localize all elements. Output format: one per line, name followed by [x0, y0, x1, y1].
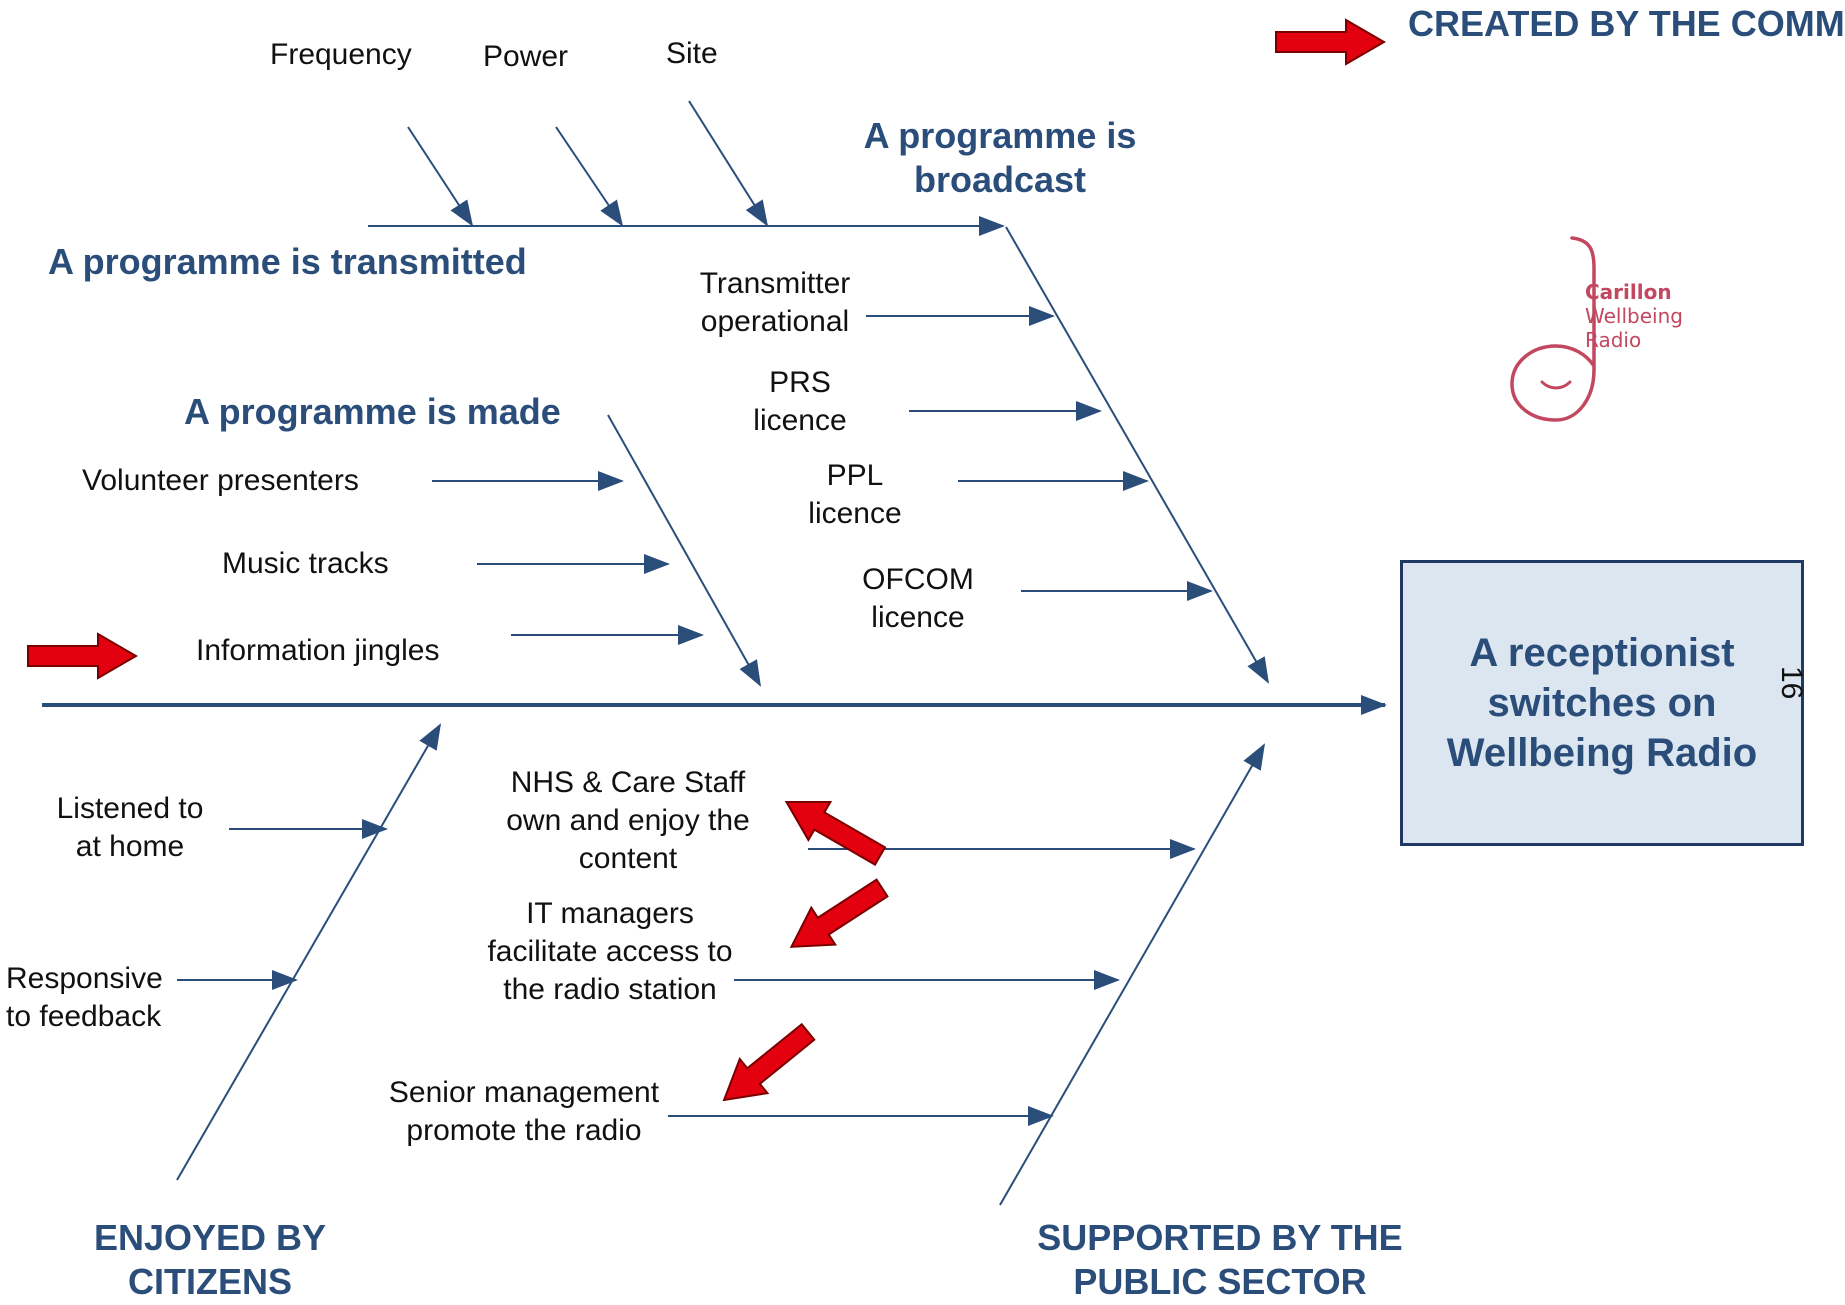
carillon-logo-icon: [1510, 236, 1596, 422]
cause-listened-at-home: Listened to at home: [56, 792, 204, 863]
cause-it-managers: IT managers facilitate access to the rad…: [487, 897, 733, 1006]
cause-music-tracks: Music tracks: [222, 547, 389, 580]
made-heading: A programme is made: [184, 391, 561, 432]
frequency-arrow: [407, 126, 474, 227]
site-arrow: [688, 100, 769, 227]
senior-red-arrow: [722, 1022, 816, 1102]
logo-line2: Wellbeing: [1585, 304, 1683, 328]
cause-senior-management: Senior management promote the radio: [388, 1076, 660, 1147]
public-sector-branch-line: [999, 743, 1265, 1206]
nhs-red-arrow: [784, 800, 887, 867]
cause-ppl-licence: PPL licence: [808, 459, 902, 530]
logo-line3: Radio: [1585, 328, 1642, 352]
broadcast-heading: A programme is broadcast: [863, 115, 1137, 200]
cause-nhs-care-staff: NHS & Care Staff own and enjoy the conte…: [506, 766, 750, 875]
cause-prs-licence: PRS licence: [753, 366, 847, 437]
cause-site: Site: [666, 37, 718, 70]
it-red-arrow: [789, 878, 889, 948]
cause-transmitter-operational: Transmitter operational: [699, 267, 851, 338]
power-arrow: [555, 126, 624, 227]
cause-ofcom-licence: OFCOM licence: [862, 563, 974, 634]
cause-power: Power: [483, 40, 569, 73]
cause-volunteer-presenters: Volunteer presenters: [82, 464, 359, 497]
legend-red-arrow: [1275, 18, 1386, 66]
citizens-branch-line: [176, 723, 442, 1181]
logo-name: Carillon: [1585, 280, 1672, 304]
cause-responsive-feedback: Responsive to feedback: [6, 962, 163, 1033]
broadcast-branch-line: [1005, 226, 1269, 684]
effect-box: A receptionist switches on Wellbeing Rad…: [1400, 560, 1804, 846]
citizens-heading: ENJOYED BY CITIZENS: [93, 1217, 327, 1302]
public-sector-heading: SUPPORTED BY THE PUBLIC SECTOR: [1037, 1217, 1403, 1302]
page-number: 16: [1775, 666, 1808, 700]
effect-text: A receptionist switches on Wellbeing Rad…: [1446, 631, 1758, 775]
logo-text: Carillon Wellbeing Radio: [1585, 280, 1683, 352]
transmitted-heading: A programme is transmitted: [48, 241, 527, 282]
cause-information-jingles: Information jingles: [196, 634, 440, 667]
jingles-red-arrow: [27, 632, 138, 680]
legend-label: CREATED BY THE COMMUNITY: [1408, 3, 1845, 44]
cause-frequency: Frequency: [270, 38, 412, 71]
made-branch-line: [607, 414, 761, 687]
